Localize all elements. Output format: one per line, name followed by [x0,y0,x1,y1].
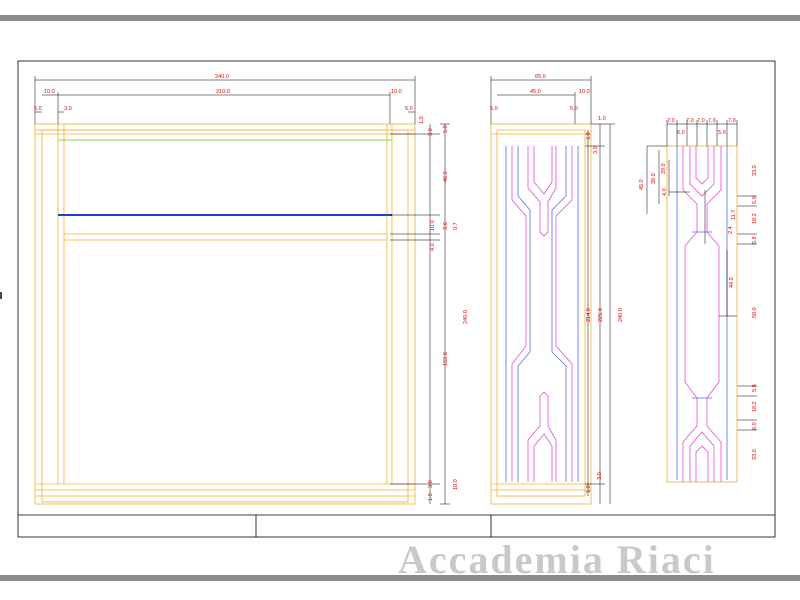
side-view-leg-profile [505,146,579,482]
dim-front-r6: 10.0 [430,220,436,231]
dim-leg-r9: 5.8 [752,384,758,392]
dim-leg-r8: 58.0 [752,307,758,318]
dim-front-r11: 3.0 [428,480,434,488]
dim-side-r1: 3.0 [586,132,592,140]
dim-leg-r1: 33.0 [752,165,758,176]
top-toolbar-strip [0,15,800,21]
dim-leg-t5: 7.0 [728,118,736,124]
dim-front-r8: 4.0 [430,243,436,251]
dim-side-r2: 3.0 [593,146,599,154]
dim-side-5-left: 5.0 [490,106,498,112]
dim-leg-r7: 44.0 [729,277,735,288]
dim-leg-r12: 33.0 [752,449,758,460]
dim-front-r3: 5.0 [443,125,449,133]
dim-side-r4: 225.0 [598,308,604,322]
watermark: Accademia Riaci [398,537,716,582]
front-view [34,123,416,505]
bottom-status-strip [0,575,800,581]
dim-side-r5: 240.0 [618,308,624,322]
dim-front-r9: 240.0 [463,310,469,324]
dim-leg-l4: 4.0 [662,188,668,196]
side-view [490,123,592,505]
leg-detail-dimension-lines [646,120,757,431]
dim-side-1: 1.0 [598,116,606,122]
dim-front-5-left: 5.0 [34,106,42,112]
dim-front-r4: 46.5 [443,171,449,182]
leg-detail [666,145,738,483]
dim-side-r6: 1.0 [586,485,592,493]
dim-front-r7: 0.7 [453,222,459,230]
front-view-dimension-lines [34,76,450,505]
dim-side-10: 10.0 [579,89,590,95]
dim-leg-l2: 39.0 [651,173,657,184]
dim-leg-t4: 7.0 [708,118,716,124]
front-view-dimensions: 240.0 10.0 210.0 10.0 5.0 3.0 5.0 1.0 3.… [34,74,469,501]
cursor-marker [0,292,2,299]
dim-leg-r10: 18.2 [752,401,758,412]
dim-front-r1: 1.0 [419,116,425,124]
dim-leg-t1: 7.0 [667,118,675,124]
dim-side-r3: 214.0 [586,308,592,322]
dim-front-10-left: 10.0 [44,89,55,95]
dim-leg-r5: 2.4 [728,226,734,234]
dim-leg-r3: 18.2 [752,213,758,224]
dim-leg-t7: 5.0 [718,130,726,136]
dim-leg-t3: 7.0 [697,118,705,124]
dim-leg-l1: 45.0 [639,179,645,190]
dim-side-65: 65.0 [535,74,546,80]
dim-side-r7: 3.0 [597,472,603,480]
dim-side-5-right: 5.0 [570,106,578,112]
dim-leg-r6: 5.8 [752,236,758,244]
leg-detail-dimensions: 7.0 7.0 7.0 7.0 7.0 6.0 5.0 45.0 39.0 29… [639,118,758,460]
dim-front-r13: 10.0 [453,479,459,490]
dim-leg-l3: 29.0 [661,163,667,174]
dim-front-240: 240.0 [215,74,229,80]
title-block [18,514,775,537]
side-view-dimensions: 65.0 45.0 10.0 5.0 5.0 1.0 3.0 3.0 214.0… [490,74,624,493]
dim-front-3: 3.0 [64,106,72,112]
dim-front-10-right: 10.0 [391,89,402,95]
dim-leg-t6: 6.0 [677,130,685,136]
dim-front-5-right: 5.0 [405,106,413,112]
dim-side-45: 45.0 [530,89,541,95]
dim-front-r12: 1.0 [428,493,434,501]
side-view-dimension-lines [490,76,615,504]
dim-front-r5: 3.0 [443,222,449,230]
sheet-border [17,60,776,538]
dim-front-210: 210.0 [216,89,230,95]
dim-leg-r2: 6.0 [752,196,758,204]
dim-front-r10: 152.8 [443,352,449,366]
dim-front-r2: 3.0 [428,128,434,136]
dim-leg-t2: 7.0 [686,118,694,124]
dim-leg-r4: 11.7 [731,210,737,220]
dim-leg-r11: 6.0 [752,422,758,430]
